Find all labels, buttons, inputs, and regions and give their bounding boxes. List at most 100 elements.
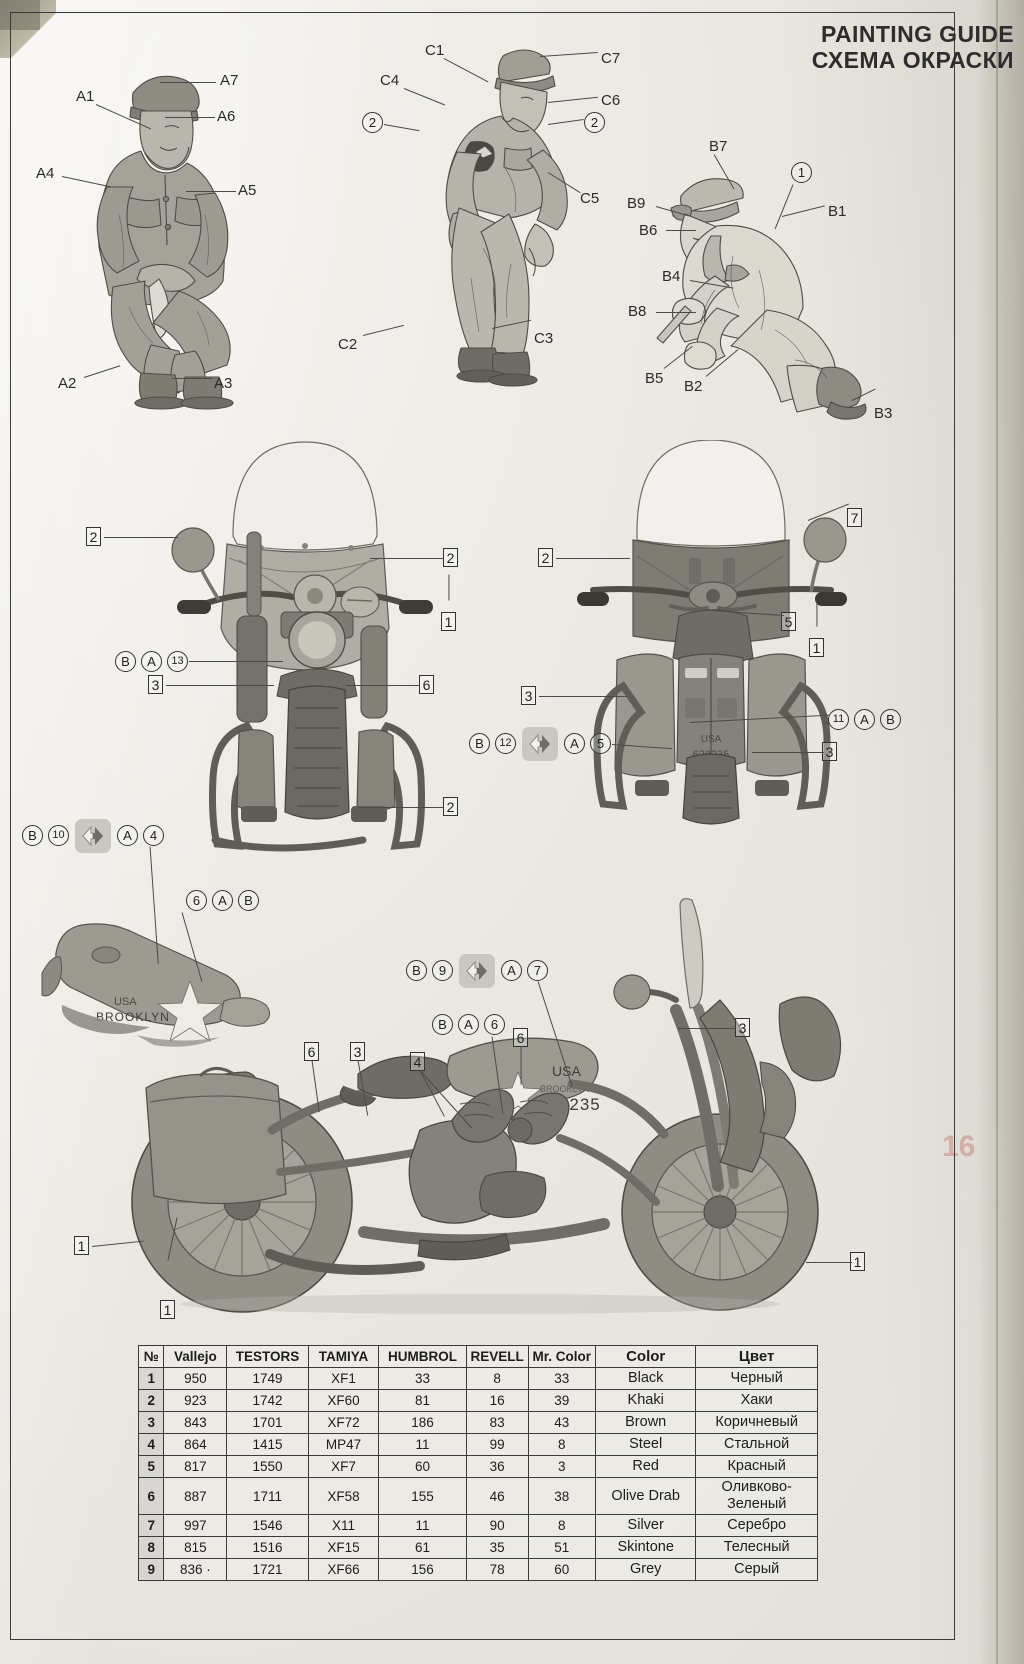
cell-revell: 46 [465,1477,529,1515]
box-callout-side-6-top[interactable]: 6 [513,1028,528,1047]
box-callout-side-6-left[interactable]: 6 [304,1042,319,1061]
cell-humbrol: 156 [378,1558,467,1581]
circle-callout-rear-11[interactable]: 11 [828,709,849,730]
box-callout-front-2-right[interactable]: 2 [443,548,458,567]
circle-callout-tank-b2[interactable]: B [238,890,259,911]
circle-callout-side-9[interactable]: 9 [432,960,453,981]
cell-vallejo: 950 [163,1367,228,1390]
box-callout-rear-7[interactable]: 7 [847,508,862,527]
cell-testors: 1415 [226,1433,309,1456]
circle-callout-side-a-7[interactable]: A [501,960,522,981]
label-a2: A2 [58,375,77,392]
box-callout-rear-5[interactable]: 5 [781,612,796,631]
cell-mrcolor: 43 [527,1411,597,1434]
callout-circle-1-figure-b[interactable]: 1 [791,162,812,183]
cell-vallejo: 887 [163,1477,228,1515]
box-callout-rear-3-left[interactable]: 3 [521,686,536,705]
leader-front-6 [346,685,420,687]
cell-color: Skintone [595,1536,697,1559]
page-title: PAINTING GUIDE СХЕМА ОКРАСКИ [812,21,1014,74]
cell-color: Brown [595,1411,697,1434]
label-c5: C5 [580,190,600,207]
cell-humbrol: 11 [378,1433,467,1456]
decal-mirror-symbol-2 [75,819,111,853]
box-callout-side-1-bottom[interactable]: 1 [160,1300,175,1319]
cell-revell: 78 [465,1558,529,1581]
box-callout-side-1-right[interactable]: 1 [850,1252,865,1271]
th-color: Color [595,1345,697,1368]
title-english: PAINTING GUIDE [820,21,1014,47]
box-callout-rear-2[interactable]: 2 [538,548,553,567]
circle-callout-tank-b[interactable]: B [22,825,43,846]
cell-testors: 1516 [226,1536,309,1559]
box-callout-rear-1[interactable]: 1 [809,638,824,657]
box-callout-front-6[interactable]: 6 [419,675,434,694]
circle-callout-tank-a[interactable]: A [117,825,138,846]
cell-tamiya: XF7 [307,1455,380,1478]
box-callout-front-3[interactable]: 3 [148,675,163,694]
circle-callout-tank-6[interactable]: 6 [186,890,207,911]
svg-text:USA: USA [701,734,722,745]
circle-callout-side-7[interactable]: 7 [527,960,548,981]
cell-mrcolor: 8 [527,1433,597,1456]
circle-callout-front-13[interactable]: 13 [167,651,188,672]
cell-num: 9 [137,1558,165,1581]
circle-callout-side-b-9[interactable]: B [406,960,427,981]
box-callout-side-4[interactable]: 4 [410,1052,425,1071]
circle-callout-tank-10[interactable]: 10 [48,825,69,846]
ghost-page-number: 16 [942,1130,976,1163]
circle-callout-front-a[interactable]: A [141,651,162,672]
circle-callout-rear-b[interactable]: B [880,709,901,730]
cell-cvet: Серый [695,1558,818,1581]
cell-vallejo: 817 [163,1455,228,1478]
circle-callout-rear-a[interactable]: A [854,709,875,730]
circle-callout-side-b-6[interactable]: B [432,1014,453,1035]
cell-num: 3 [137,1411,165,1434]
box-callout-side-3-left[interactable]: 3 [350,1042,365,1061]
cell-color: Grey [595,1558,697,1581]
leader-front-2-bottom [358,807,444,809]
label-c4: C4 [380,72,400,89]
box-callout-side-3-top[interactable]: 3 [735,1018,750,1037]
box-callout-front-2-left[interactable]: 2 [86,527,101,546]
page-edge-shadow [980,0,1024,1664]
cell-mrcolor: 51 [527,1536,597,1559]
leader-side-3-top [678,1028,736,1030]
th-cvet: Цвет [695,1345,818,1368]
corner-artifact-dark [0,0,40,30]
cell-mrcolor: 60 [527,1558,597,1581]
cell-cvet: Красный [695,1455,818,1478]
box-callout-rear-3-right[interactable]: 3 [822,742,837,761]
cell-testors: 1721 [226,1558,309,1581]
cell-revell: 36 [465,1455,529,1478]
circle-callout-decal-5[interactable]: 5 [590,733,611,754]
circle-callout-decal-b-12[interactable]: B [469,733,490,754]
cell-color: Khaki [595,1389,697,1412]
circle-callout-tank-4[interactable]: 4 [143,825,164,846]
circle-callout-front-b[interactable]: B [115,651,136,672]
circle-callout-decal-12[interactable]: 12 [495,733,516,754]
box-callout-side-1-left[interactable]: 1 [74,1236,89,1255]
cell-humbrol: 61 [378,1536,467,1559]
circle-callout-tank-a2[interactable]: A [212,890,233,911]
box-callout-front-2-bottom[interactable]: 2 [443,797,458,816]
th-vallejo: Vallejo [163,1345,228,1368]
circle-callout-decal-a-5[interactable]: A [564,733,585,754]
cell-vallejo: 864 [163,1433,228,1456]
cell-color: Red [595,1455,697,1478]
circle-callout-side-a-6[interactable]: A [458,1014,479,1035]
circle-callout-side-6b[interactable]: 6 [484,1014,505,1035]
cell-num: 4 [137,1433,165,1456]
callout-circle-2-right[interactable]: 2 [584,112,605,133]
cell-tamiya: XF60 [307,1389,380,1412]
cell-mrcolor: 8 [527,1514,597,1537]
box-callout-front-1[interactable]: 1 [441,612,456,631]
callout-circle-2-left[interactable]: 2 [362,112,383,133]
label-b1: B1 [828,203,847,220]
